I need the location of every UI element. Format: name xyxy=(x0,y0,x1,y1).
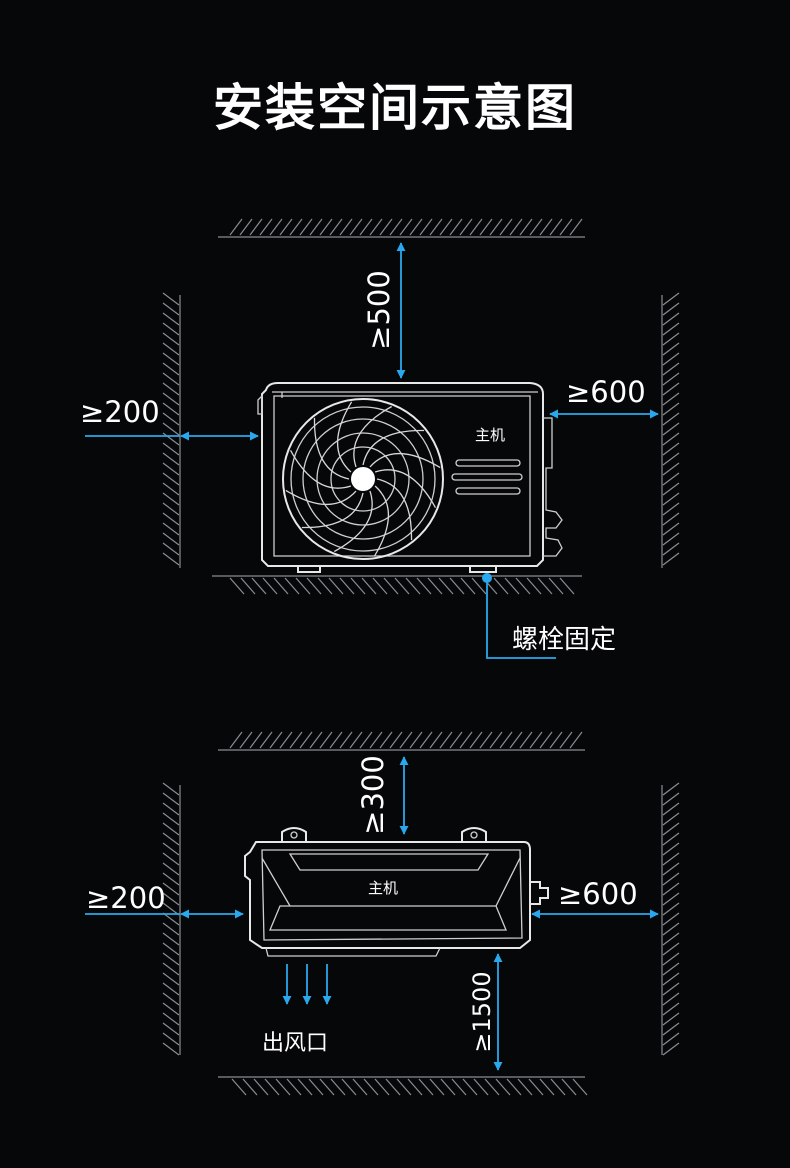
bottom-front-obstacle xyxy=(218,1076,588,1096)
outlet-label: 出风口 xyxy=(262,1031,328,1056)
top-clearance-label: ≥500 xyxy=(362,270,396,350)
bottom-rear-wall xyxy=(218,731,585,751)
top-left-wall xyxy=(162,292,181,568)
top-right-wall xyxy=(661,292,680,568)
top-ceiling-wall xyxy=(218,218,585,238)
bolt-leader-line xyxy=(486,583,556,659)
outdoor-unit-top: 主机 xyxy=(244,827,549,957)
rear-clearance-label: ≥300 xyxy=(356,755,390,835)
bottom-unit-label: 主机 xyxy=(368,879,398,897)
left-clearance-label: ≥200 xyxy=(80,395,160,429)
bottom-left-wall xyxy=(162,782,181,1056)
left-clearance-label-2: ≥200 xyxy=(86,881,166,915)
bottom-view-section: 主机 ≥300 ≥200 ≥600 出风口 ≥1500 xyxy=(85,731,680,1096)
fan-blade-icon xyxy=(285,401,441,557)
outdoor-unit-front: 主机 xyxy=(257,382,563,573)
front-clearance-label: ≥1500 xyxy=(468,971,496,1052)
top-unit-label: 主机 xyxy=(475,426,505,444)
top-ground xyxy=(212,575,582,595)
bottom-right-wall xyxy=(661,782,680,1056)
right-clearance-label-2: ≥600 xyxy=(558,877,638,911)
top-view-section: 主机 ≥500 ≥200 ≥600 螺栓固定 xyxy=(80,218,680,659)
bolt-label: 螺栓固定 xyxy=(512,625,616,655)
page-title: 安装空间示意图 xyxy=(213,79,577,137)
fan-guard-icon xyxy=(282,398,444,560)
airflow-arrows xyxy=(282,964,332,1005)
bolt-point-icon xyxy=(482,573,492,583)
right-clearance-label: ≥600 xyxy=(566,375,646,409)
